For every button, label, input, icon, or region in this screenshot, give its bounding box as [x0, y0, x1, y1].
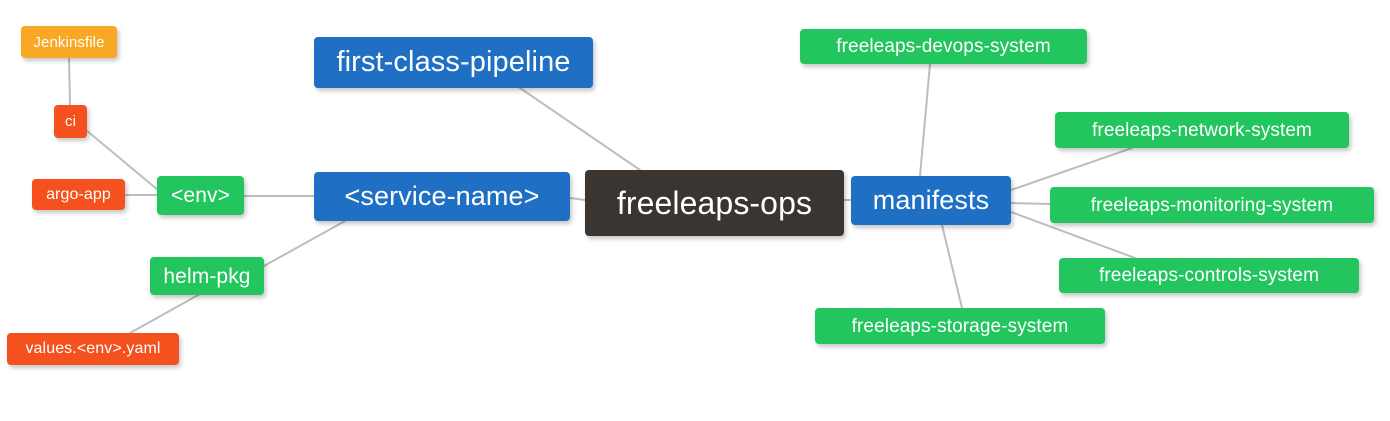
- node-label-freeleaps-monitoring-system: freeleaps-monitoring-system: [1090, 194, 1334, 216]
- edge-manifests-to-freeleaps-storage-system: [941, 224, 963, 309]
- node-label-service-name: <service-name>: [344, 181, 540, 211]
- node-jenkinsfile[interactable]: Jenkinsfile: [21, 26, 117, 58]
- node-freeleaps-monitoring-system[interactable]: freeleaps-monitoring-system: [1050, 187, 1374, 223]
- node-label-jenkinsfile: Jenkinsfile: [33, 33, 105, 51]
- node-freeleaps-storage-system[interactable]: freeleaps-storage-system: [815, 308, 1105, 344]
- node-label-env: <env>: [171, 184, 230, 207]
- edge-service-name-to-freeleaps-ops: [569, 197, 586, 201]
- node-label-first-class-pipeline: first-class-pipeline: [336, 46, 571, 78]
- edge-manifests-to-freeleaps-monitoring-system: [1010, 202, 1051, 205]
- node-label-freeleaps-ops: freeleaps-ops: [616, 185, 813, 221]
- node-argo-app[interactable]: argo-app: [32, 179, 125, 210]
- node-label-values-yaml: values.<env>.yaml: [25, 340, 161, 357]
- node-label-manifests: manifests: [872, 185, 990, 215]
- node-manifests[interactable]: manifests: [851, 176, 1011, 225]
- node-helm-pkg[interactable]: helm-pkg: [150, 257, 264, 295]
- node-service-name[interactable]: <service-name>: [314, 172, 570, 221]
- node-label-freeleaps-controls-system: freeleaps-controls-system: [1098, 265, 1320, 286]
- edge-first-class-pipeline-to-freeleaps-ops: [519, 87, 641, 171]
- node-label-freeleaps-devops-system: freeleaps-devops-system: [836, 36, 1051, 57]
- edge-jenkinsfile-to-ci: [68, 57, 71, 106]
- edge-helm-pkg-to-service-name: [263, 220, 346, 267]
- node-first-class-pipeline[interactable]: first-class-pipeline: [314, 37, 593, 88]
- node-label-ci: ci: [64, 113, 77, 130]
- node-env[interactable]: <env>: [157, 176, 244, 215]
- node-ci[interactable]: ci: [54, 105, 87, 138]
- node-freeleaps-network-system[interactable]: freeleaps-network-system: [1055, 112, 1349, 148]
- node-freeleaps-devops-system[interactable]: freeleaps-devops-system: [800, 29, 1087, 64]
- edge-values-yaml-to-helm-pkg: [129, 293, 201, 334]
- node-values-yaml[interactable]: values.<env>.yaml: [7, 333, 179, 365]
- node-label-helm-pkg: helm-pkg: [163, 264, 251, 288]
- node-freeleaps-controls-system[interactable]: freeleaps-controls-system: [1059, 258, 1359, 293]
- edge-manifests-to-freeleaps-devops-system: [919, 63, 931, 177]
- node-freeleaps-ops[interactable]: freeleaps-ops: [585, 170, 844, 236]
- edge-manifests-to-freeleaps-network-system: [1010, 147, 1133, 191]
- node-label-argo-app: argo-app: [46, 185, 111, 203]
- node-label-freeleaps-storage-system: freeleaps-storage-system: [851, 315, 1069, 337]
- node-label-freeleaps-network-system: freeleaps-network-system: [1092, 119, 1312, 141]
